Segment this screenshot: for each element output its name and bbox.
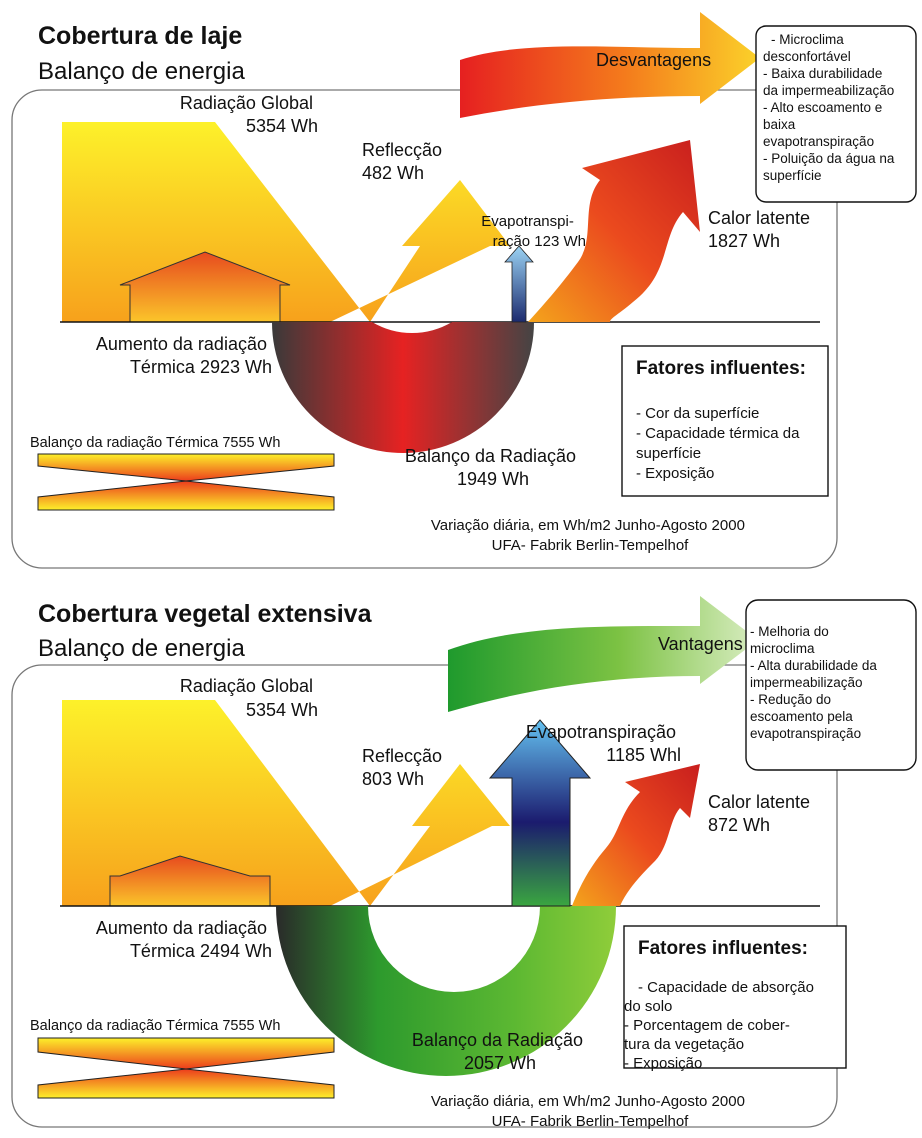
box-line: da impermeabilização [763, 83, 894, 98]
thermal-balance-label: Balanço da radiação Térmica 7555 Wh [30, 1018, 280, 1034]
radiation-balance-label: Balanço da Radiação 2057 Wh [412, 1030, 588, 1073]
global-radiation-flow [62, 700, 510, 906]
factors-title: Fatores influentes: [638, 938, 808, 959]
thermal-increase-label: Aumento da radiação Térmica 2494 Wh [96, 918, 272, 961]
panel-frame [11, 664, 838, 1128]
box-line: - Alta durabilidade da [750, 658, 877, 673]
panel-subtitle: Balanço de energia [38, 635, 245, 662]
radiation-balance-arc [276, 906, 616, 1076]
disadvantages-arrow[interactable] [460, 12, 760, 118]
box-line: baixa [763, 117, 796, 132]
evapotranspiration-label: Evapotranspiração 1185 Whl [526, 722, 681, 765]
panel-frame [11, 89, 838, 569]
factors-box [621, 345, 829, 497]
reflection-label: Reflecção 803 Wh [362, 746, 447, 789]
panel-footer: Variação diária, em Wh/m2 Junho-Agosto 2… [431, 517, 749, 554]
box-line: - Baixa durabilidade [763, 66, 882, 81]
box-line: evapotranspiração [763, 134, 874, 149]
house-icon [119, 251, 291, 323]
evapotranspiration-arrow [504, 245, 534, 323]
box-line: desconfortável [763, 49, 851, 64]
disadvantages-box-text: - Microclima desconfortável - Baixa dura… [763, 32, 898, 183]
factors-title: Fatores influentes: [636, 358, 806, 379]
disadvantages-arrow-label: Desvantagens [596, 50, 711, 70]
advantages-box [745, 599, 917, 771]
factors-box [623, 925, 847, 1069]
radiation-balance-label: Balanço da Radiação 1949 Wh [405, 446, 581, 489]
panel-footer: Variação diária, em Wh/m2 Junho-Agosto 2… [431, 1093, 749, 1130]
box-line: impermeabilização [750, 675, 863, 690]
radiation-balance-arc [272, 322, 534, 453]
reflection-label: Reflecção 482 Wh [362, 140, 447, 183]
advantages-box-text: - Melhoria do microclima - Alta durabili… [750, 624, 881, 741]
thermal-band-bottom [37, 480, 335, 511]
panel-title: Cobertura de laje [38, 22, 242, 50]
global-radiation-label: Radiação Global 5354 Wh [180, 676, 318, 720]
house-icon [109, 855, 271, 907]
factors-list: - Capacidade de absorção do solo - Porce… [624, 979, 818, 1072]
advantages-arrow[interactable] [448, 596, 758, 712]
thermal-increase-label: Aumento da radiação Térmica 2923 Wh [96, 334, 272, 377]
factors-list: - Cor da superfície - Capacidade térmica… [636, 405, 804, 482]
thermal-band-top [37, 1037, 335, 1070]
latent-heat-label: Calor latente 1827 Wh [708, 208, 815, 251]
panel-subtitle: Balanço de energia [38, 58, 245, 85]
box-line: - Microclima [771, 32, 844, 47]
panel-title: Cobertura vegetal extensiva [38, 600, 373, 628]
global-radiation-label: Radiação Global 5354 Wh [180, 93, 318, 136]
thermal-band-bottom [37, 1068, 335, 1099]
latent-heat-arrow [528, 140, 700, 322]
advantages-arrow-label: Vantagens [658, 634, 743, 654]
box-line: - Redução do [750, 692, 831, 707]
latent-heat-arrow [572, 764, 700, 906]
box-line: superfície [763, 168, 822, 183]
latent-heat-label: Calor latente 872 Wh [708, 792, 815, 835]
box-line: evapotranspiração [750, 726, 861, 741]
panel-laje: Cobertura de laje Balanço de energia Des… [11, 12, 917, 569]
evapotranspiration-arrow [488, 719, 592, 907]
box-line: escoamento pela [750, 709, 853, 724]
evapotranspiration-label: Evapotranspi- ração 123 Wh [481, 213, 586, 250]
box-line: microclima [750, 641, 815, 656]
thermal-balance-label: Balanço da radiação Térmica 7555 Wh [30, 435, 280, 451]
box-line: - Poluição da água na [763, 151, 895, 166]
panel-vegetal: Cobertura vegetal extensiva Balanço de e… [11, 596, 917, 1130]
thermal-band-top [37, 453, 335, 482]
disadvantages-box [755, 25, 917, 203]
box-line: - Alto escoamento e [763, 100, 882, 115]
box-line: - Melhoria do [750, 624, 829, 639]
